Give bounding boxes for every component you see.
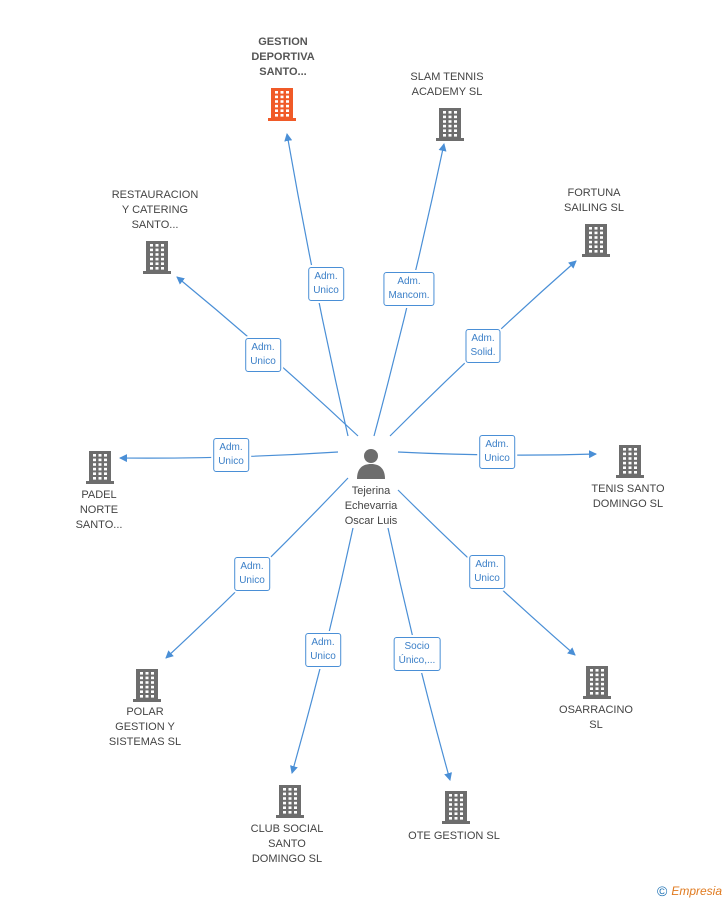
company-name-padel-norte[interactable]: PADEL NORTE SANTO...: [75, 489, 123, 531]
role-badge-osarracino: Adm. Unico: [469, 555, 505, 589]
role-badge-restauracion: Adm. Unico: [245, 338, 281, 372]
building-icon[interactable]: [439, 788, 473, 824]
building-icon[interactable]: [579, 221, 613, 257]
building-icon[interactable]: [140, 238, 174, 274]
footer-brand: © Empresia: [657, 883, 722, 899]
company-name-gestion-deportiva[interactable]: GESTION DEPORTIVA SANTO...: [251, 36, 315, 78]
building-icon[interactable]: [433, 105, 467, 141]
role-badge-slam-tennis: Adm. Mancom.: [383, 272, 435, 306]
brand-logo: Empresia: [671, 884, 722, 898]
role-badge-fortuna-sailing: Adm. Solid.: [465, 329, 501, 363]
company-name-slam-tennis[interactable]: SLAM TENNIS ACADEMY SL: [410, 71, 484, 98]
building-icon[interactable]: [265, 85, 299, 121]
building-icon[interactable]: [613, 442, 647, 478]
copyright-symbol: ©: [656, 883, 668, 899]
building-icon[interactable]: [130, 666, 164, 702]
role-badge-club-social: Adm. Unico: [305, 633, 341, 667]
building-icon[interactable]: [273, 782, 307, 818]
company-name-club-social[interactable]: CLUB SOCIAL SANTO DOMINGO SL: [250, 823, 324, 865]
role-badge-gestion-deportiva: Adm. Unico: [308, 267, 344, 301]
role-badge-ote-gestion: Socio Único,...: [393, 637, 441, 671]
role-badge-tenis-santo-domingo: Adm. Unico: [479, 435, 515, 469]
person-name[interactable]: Tejerina Echevarria Oscar Luis: [344, 485, 398, 527]
building-icon[interactable]: [580, 663, 614, 699]
company-name-osarracino[interactable]: OSARRACINO SL: [559, 704, 633, 731]
building-icon[interactable]: [83, 448, 117, 484]
company-name-restauracion[interactable]: RESTAURACION Y CATERING SANTO...: [111, 189, 199, 231]
company-name-fortuna-sailing[interactable]: FORTUNA SAILING SL: [564, 187, 624, 214]
company-name-polar-gestion[interactable]: POLAR GESTION Y SISTEMAS SL: [108, 706, 182, 748]
role-badge-polar-gestion: Adm. Unico: [234, 557, 270, 591]
company-name-ote-gestion[interactable]: OTE GESTION SL: [408, 830, 500, 842]
role-badge-padel-norte: Adm. Unico: [213, 438, 249, 472]
company-name-tenis-santo-domingo[interactable]: TENIS SANTO DOMINGO SL: [591, 483, 665, 510]
person-icon[interactable]: [355, 446, 387, 480]
